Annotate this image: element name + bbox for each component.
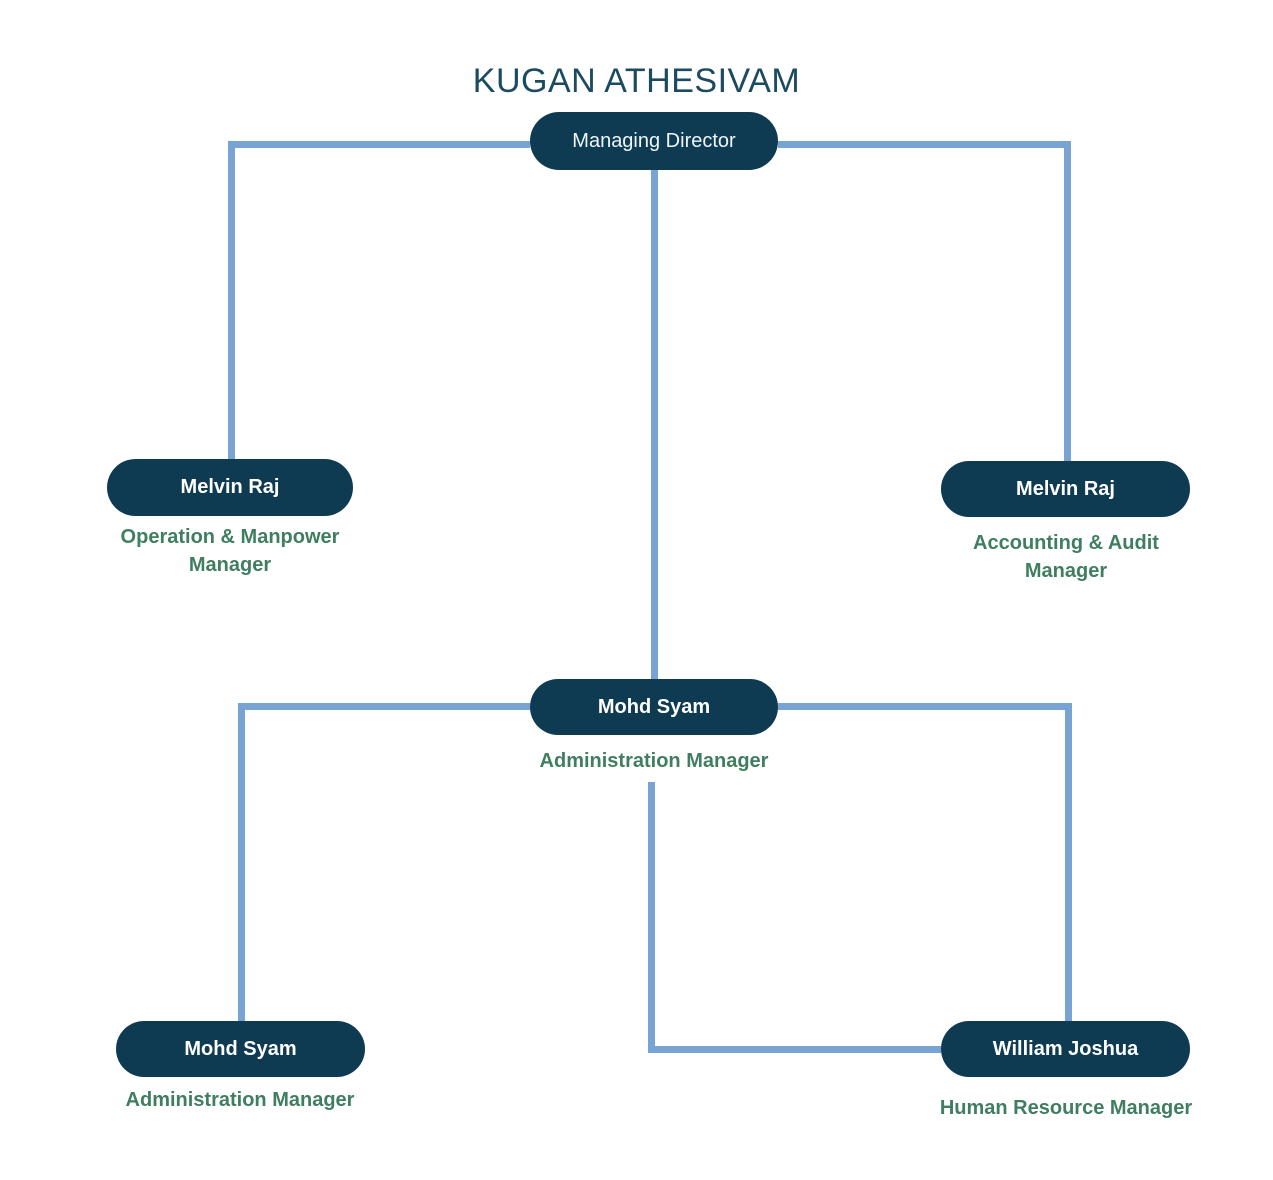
connector-admin-down-vertical: [648, 782, 655, 1053]
node-managing-director[interactable]: Managing Director: [530, 112, 778, 170]
node-managing-director-label: Managing Director: [572, 129, 736, 152]
connector-admin-to-hr-manager-vertical: [1065, 703, 1072, 1021]
node-melvin-raj-accounting-label: Melvin Raj: [1016, 477, 1115, 500]
node-melvin-raj-operation[interactable]: Melvin Raj: [107, 459, 353, 516]
node-william-joshua-label: William Joshua: [992, 1037, 1139, 1060]
connector-md-to-accounting-manager-horizontal: [778, 141, 1071, 148]
node-william-joshua[interactable]: William Joshua: [941, 1021, 1190, 1077]
node-mohd-syam-bottom[interactable]: Mohd Syam: [116, 1021, 365, 1077]
connector-md-to-administration-manager: [651, 168, 658, 679]
node-mohd-syam-bottom-label: Mohd Syam: [184, 1037, 297, 1060]
chart-title: KUGAN ATHESIVAM: [472, 62, 801, 100]
connector-admin-to-hr-manager-horizontal: [778, 703, 1072, 710]
node-melvin-raj-accounting[interactable]: Melvin Raj: [941, 461, 1190, 517]
role-accounting-audit-manager: Accounting & Audit Manager: [973, 532, 1159, 583]
connector-admin-to-bottom-admin-vertical: [238, 703, 245, 1021]
role-administration-manager-bottom: Administration Manager: [125, 1089, 355, 1111]
connector-md-to-accounting-manager-vertical: [1064, 141, 1071, 461]
node-melvin-raj-operation-label: Melvin Raj: [180, 476, 280, 498]
connector-admin-down-to-hr-horizontal: [648, 1046, 941, 1053]
connector-md-to-operation-manager-vertical: [228, 141, 235, 459]
role-human-resource-manager: Human Resource Manager: [939, 1097, 1193, 1119]
connector-admin-to-bottom-admin-horizontal: [238, 703, 530, 710]
node-mohd-syam-center[interactable]: Mohd Syam: [530, 679, 778, 735]
node-mohd-syam-center-label: Mohd Syam: [597, 695, 711, 718]
role-operation-manpower-manager: Operation & Manpower Manager: [120, 526, 340, 577]
role-administration-manager-center: Administration Manager: [539, 750, 769, 772]
connector-md-to-operation-manager-horizontal: [228, 141, 530, 148]
